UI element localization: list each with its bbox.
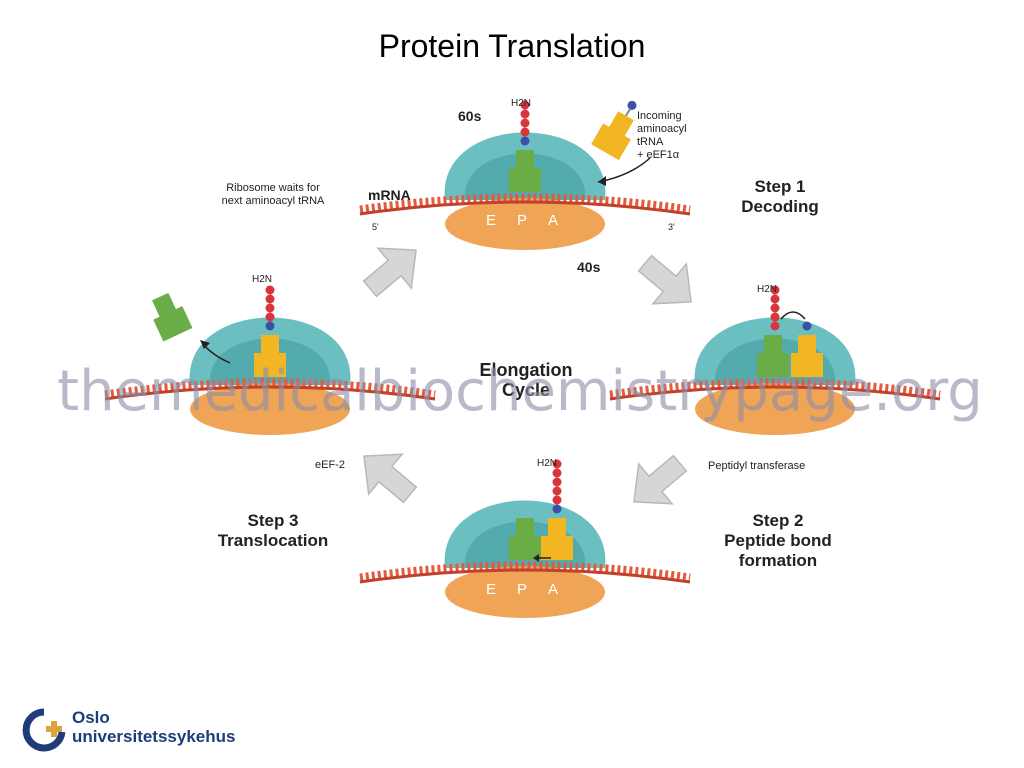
- svg-text:+ eEF1α: + eEF1α: [637, 149, 680, 161]
- step2-label: Step 2 Peptide bond formation: [724, 511, 832, 570]
- logo-mark-icon: [22, 708, 66, 752]
- peptide-chain-top: [520, 100, 530, 146]
- mrna-3prime: 3': [668, 222, 675, 232]
- amino-terminus-label-right: H2N: [757, 284, 777, 295]
- cycle-arrow-bottom-to-left: [346, 435, 428, 516]
- svg-text:next aminoacyl tRNA: next aminoacyl tRNA: [222, 195, 325, 207]
- svg-text:Translocation: Translocation: [218, 531, 329, 550]
- svg-text:Step 1: Step 1: [754, 177, 805, 196]
- svg-text:A: A: [548, 581, 559, 598]
- svg-text:Cycle: Cycle: [502, 380, 550, 400]
- ribosome-right: [610, 285, 940, 435]
- ribosome-left: [105, 285, 435, 435]
- logo-line1: Oslo: [72, 708, 110, 727]
- svg-text:Peptide bond: Peptide bond: [724, 531, 832, 550]
- watermark-text: themedicalbiochemistrypage.org: [57, 359, 983, 424]
- mrna-label: mRNA: [368, 187, 411, 203]
- site-labels-bottom: E P A: [486, 581, 559, 598]
- amino-terminus-label-top: H2N: [511, 98, 531, 109]
- cycle-arrow-left-to-top: [352, 229, 434, 310]
- svg-text:E: E: [486, 581, 497, 598]
- exiting-trna: [145, 289, 193, 342]
- cycle-arrow-right-to-bottom: [616, 442, 698, 523]
- step3-label: Step 3 Translocation: [218, 511, 329, 550]
- waits-label: Ribosome waits for next aminoacyl tRNA: [222, 182, 325, 207]
- svg-text:Decoding: Decoding: [741, 197, 818, 216]
- peptide-chain-right: [770, 285, 812, 331]
- peptide-chain-bottom: [552, 459, 562, 514]
- peptide-chain-left: [265, 285, 275, 331]
- large-subunit-label: 60s: [458, 108, 482, 124]
- step1-label: Step 1 Decoding: [741, 177, 818, 216]
- hospital-logo: Oslo universitetssykehus: [22, 708, 262, 758]
- svg-text:tRNA: tRNA: [637, 136, 664, 148]
- logo-line2: universitetssykehus: [72, 727, 236, 746]
- svg-text:Incoming: Incoming: [637, 110, 682, 122]
- svg-text:P: P: [517, 581, 528, 598]
- slide-title: Protein Translation: [378, 28, 646, 64]
- incoming-trna: [591, 100, 640, 161]
- amino-terminus-label-left: H2N: [252, 274, 272, 285]
- small-subunit-label: 40s: [577, 259, 601, 275]
- elongation-cycle-label: Elongation Cycle: [480, 360, 573, 400]
- mrna-5prime: 5': [372, 222, 379, 232]
- ribosome-bottom: [360, 459, 690, 618]
- svg-text:aminoacyl: aminoacyl: [637, 123, 687, 135]
- svg-text:Step 3: Step 3: [247, 511, 298, 530]
- svg-text:formation: formation: [739, 551, 817, 570]
- svg-text:P: P: [517, 212, 528, 229]
- eef2-label: eEF-2: [315, 459, 345, 471]
- logo-text: Oslo universitetssykehus: [72, 708, 235, 746]
- cycle-arrow-top-to-right: [627, 242, 709, 323]
- peptidyl-transferase-label: Peptidyl transferase: [708, 460, 805, 472]
- amino-terminus-label-bottom: H2N: [537, 458, 557, 469]
- svg-text:Ribosome waits for: Ribosome waits for: [226, 182, 320, 194]
- svg-text:Elongation: Elongation: [480, 360, 573, 380]
- incoming-label: Incoming aminoacyl tRNA + eEF1α: [637, 110, 687, 161]
- site-labels-top: E P A: [486, 212, 559, 229]
- svg-text:Step 2: Step 2: [752, 511, 803, 530]
- ribosome-top: [360, 100, 690, 250]
- svg-text:E: E: [486, 212, 497, 229]
- svg-text:A: A: [548, 212, 559, 229]
